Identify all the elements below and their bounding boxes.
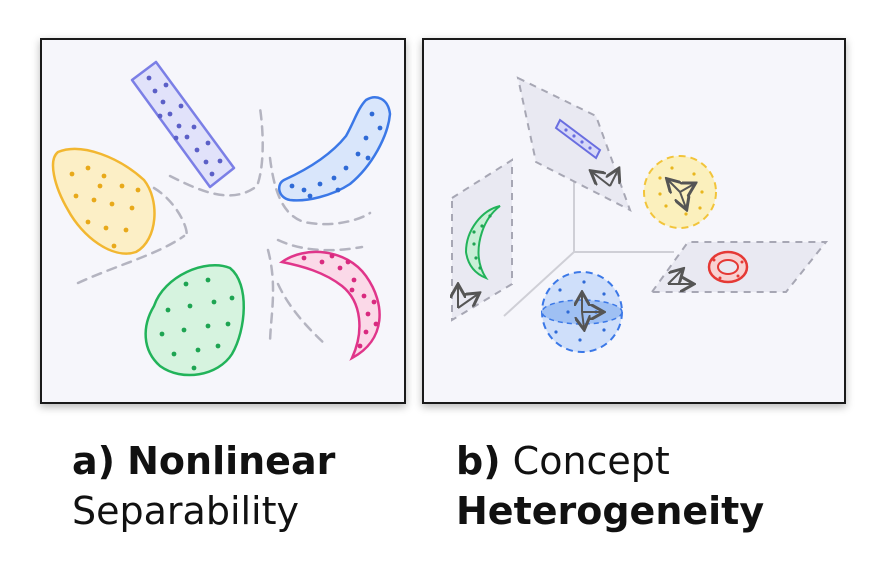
boundary-line — [276, 282, 329, 348]
caption-a-normal: Separability — [72, 489, 299, 533]
pink-cluster — [278, 250, 381, 361]
boundary-line — [276, 238, 364, 252]
subspaces-illustration — [424, 76, 829, 353]
blue-subspace — [541, 271, 623, 353]
caption-a-prefix: a) — [72, 439, 116, 483]
purple-subspace — [516, 76, 632, 213]
caption-b-line-2: Heterogeneity — [456, 486, 764, 536]
boundary-line — [76, 234, 186, 285]
boundary-line — [268, 156, 372, 226]
caption-a-line-1: a) Nonlinear — [72, 436, 335, 486]
blue-cluster — [277, 96, 392, 202]
concept-heterogeneity-panel — [422, 38, 846, 404]
caption-b-normal: Concept — [512, 439, 670, 483]
clusters-illustration — [51, 60, 392, 377]
boundary-line — [152, 186, 188, 238]
green-subspace — [452, 158, 513, 322]
caption-nonlinear-separability: a) Nonlinear Separability — [72, 436, 335, 536]
boundary-line — [168, 106, 264, 197]
caption-b-line-1: b) Concept — [456, 436, 764, 486]
caption-b-bold: Heterogeneity — [456, 489, 765, 533]
caption-a-line-2: Separability — [72, 486, 335, 536]
yellow-subspace — [643, 155, 717, 229]
red-subspace — [650, 241, 829, 293]
yellow-cluster — [51, 147, 156, 255]
purple-cluster — [130, 60, 236, 189]
caption-a-bold: Nonlinear — [127, 439, 336, 483]
caption-b-prefix: b) — [456, 439, 501, 483]
nonlinear-separability-panel — [40, 38, 406, 404]
green-cluster — [144, 263, 245, 377]
caption-concept-heterogeneity: b) Concept Heterogeneity — [456, 436, 764, 536]
boundary-line — [266, 248, 275, 347]
